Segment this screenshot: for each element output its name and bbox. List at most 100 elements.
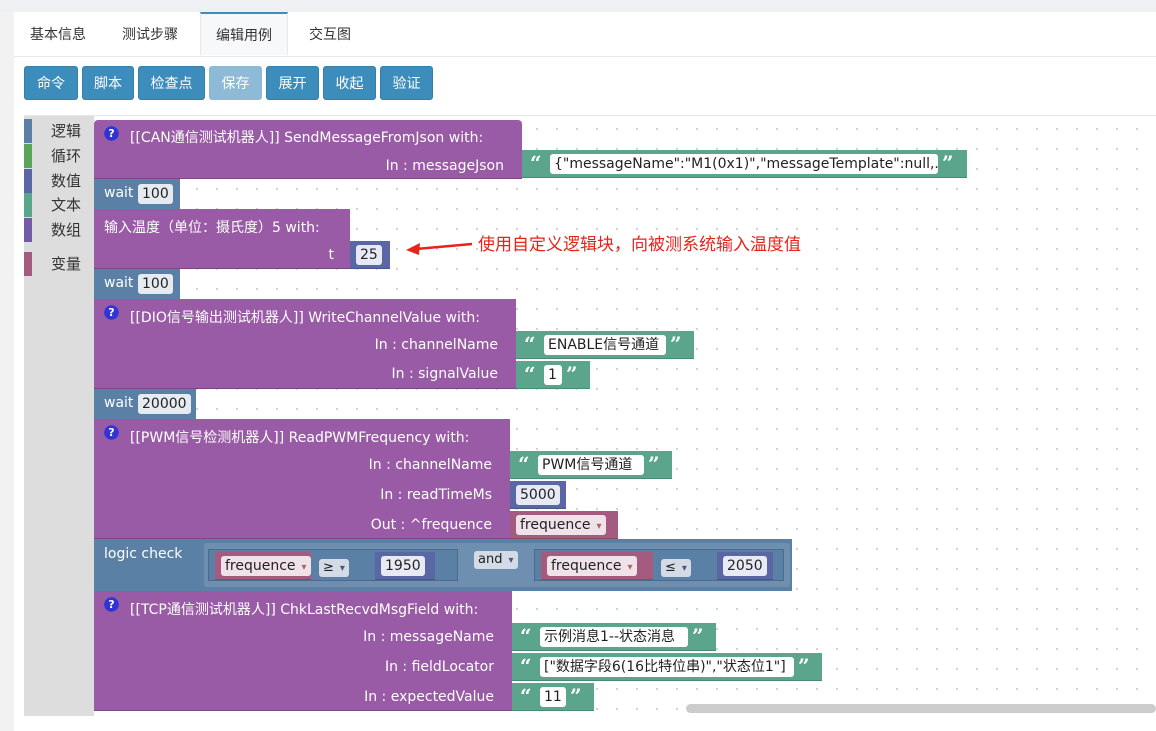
number-field[interactable]: 1950 <box>381 556 425 576</box>
string-block[interactable]: “ PWM信号通道 ” <box>510 451 672 479</box>
tab-basic-info[interactable]: 基本信息 <box>30 27 86 43</box>
and-operator-dropdown[interactable]: and▾ <box>474 551 518 569</box>
toolbox-category-text[interactable]: 文本 <box>24 193 94 217</box>
chevron-down-icon: ▾ <box>301 562 307 573</box>
wait-block[interactable]: wait 20000 <box>94 389 196 419</box>
quote-open-icon: “ <box>530 151 542 175</box>
save-button[interactable]: 保存 <box>209 66 262 100</box>
category-color-swatch <box>24 144 32 168</box>
tab-interaction-diagram[interactable]: 交互图 <box>309 27 351 43</box>
chevron-down-icon: ▾ <box>508 555 514 566</box>
tab-test-steps[interactable]: 测试步骤 <box>122 27 178 43</box>
can-send-message-block[interactable]: ? [[CAN通信测试机器人]] SendMessageFromJson wit… <box>94 120 522 179</box>
param-label: In : channelName <box>368 457 492 473</box>
block-title: [[CAN通信测试机器人]] SendMessageFromJson with: <box>130 130 484 146</box>
wait-value-field[interactable]: 20000 <box>138 394 191 414</box>
string-field[interactable]: ["数据字段6(16比特位串)","状态位1"] <box>540 657 794 677</box>
operator-dropdown[interactable]: ≤▾ <box>661 559 691 577</box>
category-label: 数组 <box>51 221 82 239</box>
toolbox-category-variable[interactable]: 变量 <box>24 252 94 276</box>
variable-dropdown[interactable]: frequence ▾ <box>221 556 311 576</box>
block-title: [[TCP通信测试机器人]] ChkLastRecvdMsgField with… <box>130 602 479 618</box>
number-field[interactable]: 5000 <box>516 485 560 505</box>
quote-open-icon: “ <box>518 452 530 476</box>
wait-value-field[interactable]: 100 <box>138 274 173 294</box>
variable-block[interactable]: frequence ▾ <box>510 511 618 539</box>
operator-symbol: ≥ <box>323 560 334 575</box>
help-icon[interactable]: ? <box>104 305 119 320</box>
variable-name: frequence <box>225 558 296 574</box>
param-label: In : readTimeMs <box>380 487 492 503</box>
checkpoint-button[interactable]: 检查点 <box>138 66 205 100</box>
tab-edit-case[interactable]: 编辑用例 <box>200 12 288 55</box>
chevron-down-icon: ▾ <box>596 521 602 532</box>
string-block[interactable]: “ 示例消息1--状态消息 ” <box>512 623 716 651</box>
number-field[interactable]: 2050 <box>723 556 767 576</box>
category-label: 文本 <box>51 196 82 214</box>
wait-value-field[interactable]: 100 <box>138 184 173 204</box>
string-block[interactable]: “ {"messageName":"M1(0x1)","messageTempl… <box>522 150 967 178</box>
string-field[interactable]: 11 <box>540 687 566 707</box>
wait-label: wait <box>104 395 134 411</box>
string-field[interactable]: 示例消息1--状态消息 <box>540 627 688 647</box>
category-label: 变量 <box>51 255 82 273</box>
toolbox-category-number[interactable]: 数值 <box>24 169 94 193</box>
number-field[interactable]: 25 <box>356 245 382 265</box>
string-block[interactable]: “ ENABLE信号通道 ” <box>516 331 694 359</box>
toolbox-category-array[interactable]: 数组 <box>24 218 94 242</box>
horizontal-scrollbar[interactable] <box>686 704 1156 713</box>
help-icon[interactable]: ? <box>104 126 119 141</box>
quote-close-icon: ” <box>942 151 954 175</box>
help-icon[interactable]: ? <box>104 425 119 440</box>
string-block[interactable]: “ ["数据字段6(16比特位串)","状态位1"] ” <box>512 653 822 681</box>
param-label: In : fieldLocator <box>384 659 494 675</box>
blockly-workspace[interactable]: 逻辑 循环 数值 文本 数组 变量 <box>24 115 1156 716</box>
string-block[interactable]: “ 1 ” <box>516 361 590 389</box>
number-block[interactable]: 2050 <box>717 552 773 580</box>
quote-close-icon: ” <box>798 654 810 678</box>
variable-name: frequence <box>551 558 622 574</box>
param-label: In : signalValue <box>391 366 498 382</box>
param-label: In : messageName <box>363 629 494 645</box>
script-button[interactable]: 脚本 <box>82 66 134 100</box>
chevron-down-icon: ▾ <box>681 563 687 574</box>
number-block[interactable]: 5000 <box>510 481 566 509</box>
string-field[interactable]: PWM信号通道 <box>538 455 644 475</box>
tcp-check-message-block[interactable]: ? [[TCP通信测试机器人]] ChkLastRecvdMsgField wi… <box>94 591 512 711</box>
string-field[interactable]: 1 <box>544 365 562 385</box>
toolbox-category-logic[interactable]: 逻辑 <box>24 119 94 143</box>
string-block[interactable]: “ 11 ” <box>512 683 594 711</box>
toolbox-category-loop[interactable]: 循环 <box>24 144 94 168</box>
logic-check-block[interactable]: logic check frequence▾ ≥▾ 1950 and▾ freq… <box>94 539 792 591</box>
variable-dropdown[interactable]: frequence ▾ <box>547 556 637 576</box>
dio-write-channel-block[interactable]: ? [[DIO信号输出测试机器人]] WriteChannelValue wit… <box>94 299 516 389</box>
variable-block[interactable]: frequence ▾ <box>541 552 653 580</box>
input-temperature-block[interactable]: 输入温度（单位：摄氏度）5 with: t <box>94 209 350 269</box>
collapse-button[interactable]: 收起 <box>323 66 376 100</box>
param-label: Out : ^frequence <box>370 517 492 533</box>
variable-name: frequence <box>520 517 591 533</box>
operator-dropdown[interactable]: ≥▾ <box>319 559 349 577</box>
expand-button[interactable]: 展开 <box>266 66 319 100</box>
category-label: 逻辑 <box>51 122 82 140</box>
variable-block[interactable]: frequence ▾ <box>215 552 311 580</box>
chevron-down-icon: ▾ <box>627 562 633 573</box>
variable-dropdown[interactable]: frequence ▾ <box>516 515 606 535</box>
and-block[interactable]: frequence▾ ≥▾ 1950 and▾ frequence▾ ≤▾ 20… <box>204 543 790 587</box>
command-button[interactable]: 命令 <box>24 66 78 100</box>
block-title: [[DIO信号输出测试机器人]] WriteChannelValue with: <box>130 310 480 326</box>
number-block[interactable]: 1950 <box>375 552 435 580</box>
quote-open-icon: “ <box>524 332 536 356</box>
category-color-swatch <box>24 193 32 217</box>
compare-block-left[interactable]: frequence ▾ ≥▾ 1950 <box>208 549 458 581</box>
string-field[interactable]: ENABLE信号通道 <box>544 335 666 355</box>
block-title: logic check <box>104 546 183 562</box>
compare-block-right[interactable]: frequence ▾ ≤▾ 2050 <box>534 549 784 581</box>
wait-block[interactable]: wait 100 <box>94 269 180 299</box>
wait-block[interactable]: wait 100 <box>94 179 180 209</box>
pwm-read-frequency-block[interactable]: ? [[PWM信号检测机器人]] ReadPWMFrequency with: … <box>94 419 510 539</box>
string-field[interactable]: {"messageName":"M1(0x1)","messageTemplat… <box>550 154 938 174</box>
help-icon[interactable]: ? <box>104 597 119 612</box>
number-block[interactable]: 25 <box>350 241 390 269</box>
verify-button[interactable]: 验证 <box>380 66 433 100</box>
